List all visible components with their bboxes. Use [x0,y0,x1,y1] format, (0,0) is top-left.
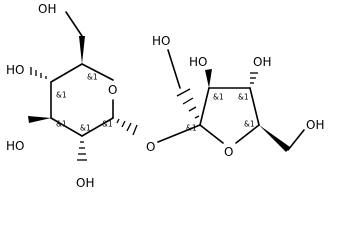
glucose-c4-hydroxyl: HO [6,63,24,77]
bond-f-c6-o6 [287,129,305,151]
fructose-stereo-c5: &1 [244,120,255,129]
glycosidic-linkage: O [146,124,201,154]
glucose-ring: O OH HO HO OH &1 &1 &1 &1 &1 [6,2,138,190]
hash-c2-o2 [77,141,87,161]
wedge-f-c3-o3 [205,69,212,88]
sucrose-structure-diagram: O OH HO HO OH &1 &1 &1 &1 &1 O [6,2,324,190]
fructose-ring: O HO HO OH OH &1 &1 &1 &1 [152,34,324,159]
hash-c1-o1 [116,118,138,136]
hash-c4-o4 [30,67,47,79]
wedge-f-c5-c6 [259,125,290,152]
glucose-stereo-c2: &1 [80,124,91,133]
glucose-ring-oxygen: O [108,83,117,97]
glucose-c3-hydroxyl: HO [6,139,24,153]
glucose-stereo-c3: &1 [56,120,67,129]
bond-f-c2-c3 [199,87,210,126]
fructose-c6-hydroxyl: OH [306,118,324,132]
fructose-c1-hydroxyl: HO [152,34,170,48]
bond-c6-o6 [65,11,83,37]
bond-f-c1-o1 [167,49,181,89]
bond-c3-c2 [50,117,83,137]
fructose-stereo-c3: &1 [213,93,224,102]
fructose-stereo-c4: &1 [238,93,249,102]
wedge-c3-o3 [28,116,51,123]
glucose-stereo-c1: &1 [102,120,113,129]
bond-o5-c5 [81,63,114,81]
bond-f-o-c2 [199,124,224,144]
hash-f-c2-c1 [176,88,200,119]
wedge-c5-c6 [79,36,85,64]
bond-f-c4-c5 [249,87,260,126]
fructose-ring-oxygen: O [224,145,233,159]
bond-o1-fructose-c2 [157,124,201,143]
fructose-stereo-c2: &1 [186,124,197,133]
hash-f-c4-o4 [250,72,258,84]
glucose-c6-hydroxyl: OH [38,2,56,16]
bond-c5-c4 [50,63,83,83]
glycosidic-oxygen: O [146,140,155,154]
glucose-stereo-c5: &1 [87,73,98,82]
fructose-c3-hydroxyl: HO [189,55,207,69]
fructose-c4-hydroxyl: OH [253,55,271,69]
bond-f-c5-o [235,124,260,144]
glucose-c2-hydroxyl: OH [76,176,94,190]
bond-c2-c1 [81,117,114,137]
glucose-stereo-c4: &1 [56,91,67,100]
